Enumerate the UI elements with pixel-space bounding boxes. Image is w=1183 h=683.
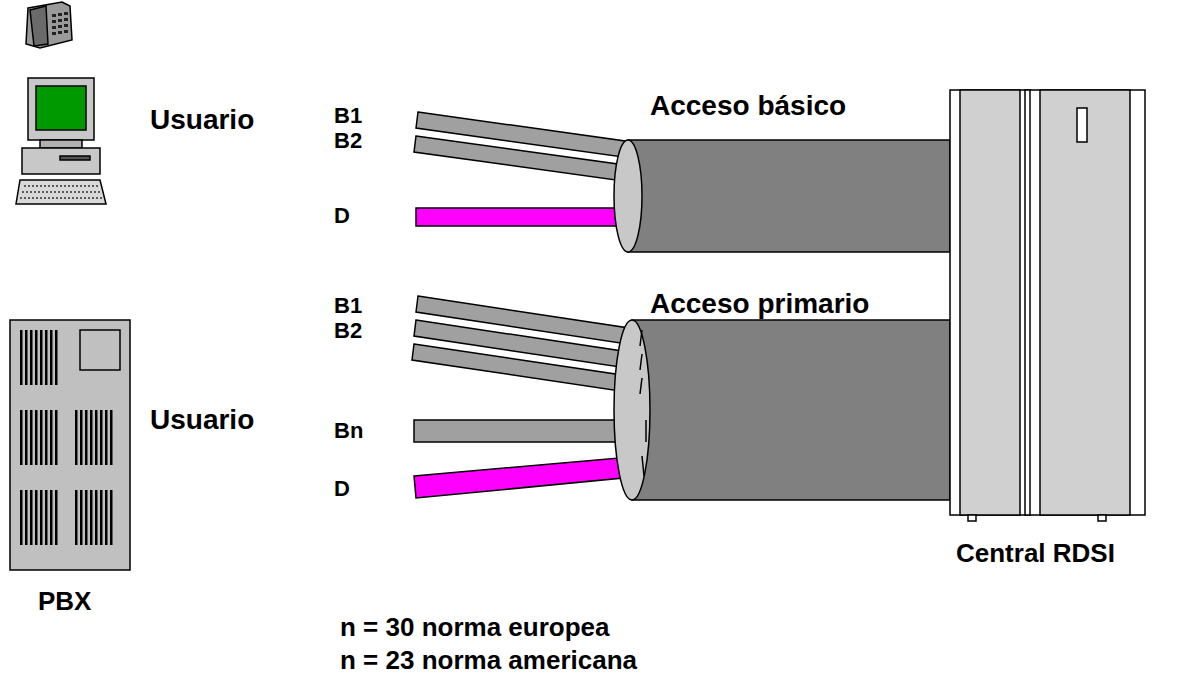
node-label: Acceso básico	[650, 90, 846, 122]
note-text: n = 30 norma europea	[340, 612, 609, 643]
basic-wires	[414, 112, 632, 226]
node-label: PBX	[38, 586, 91, 617]
channel-label: D	[334, 203, 350, 229]
pbx-cabinet	[10, 320, 130, 570]
node-box: PBX	[10, 320, 130, 625]
node-label: Acceso primario	[650, 288, 869, 320]
node-box: Acceso básico	[628, 86, 950, 252]
channel-label: B1	[334, 103, 362, 129]
channel-label: Bn	[334, 418, 363, 444]
channel-label: B1	[334, 293, 362, 319]
channel-label: B2	[334, 128, 362, 154]
primary-wires	[412, 296, 646, 498]
user-label: Usuario	[150, 104, 254, 136]
primary-cable	[614, 320, 950, 500]
channel-label: B2	[334, 318, 362, 344]
telephone-icon	[26, 2, 72, 48]
node-box: Central RDSI	[950, 90, 1155, 580]
computer-icon	[16, 78, 106, 204]
note-text: n = 23 norma americana	[340, 645, 637, 676]
basic-cable	[614, 140, 950, 252]
user-label: Usuario	[150, 404, 254, 436]
channel-label: D	[334, 476, 350, 502]
node-label: Central RDSI	[956, 538, 1115, 569]
exchange-cabinet	[950, 90, 1145, 521]
node-box: Acceso primario	[632, 284, 950, 500]
